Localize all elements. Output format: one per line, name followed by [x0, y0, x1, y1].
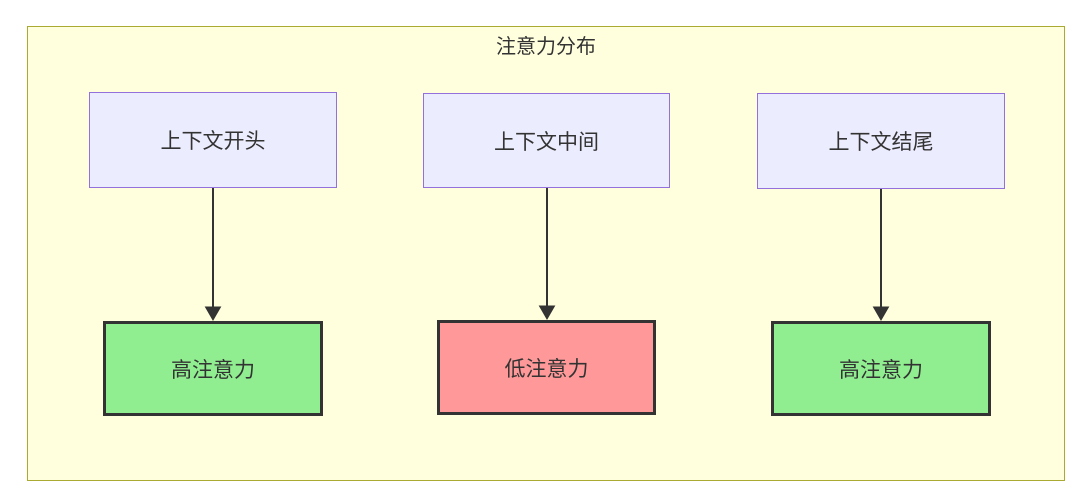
- node-low-attention: 低注意力: [437, 320, 656, 415]
- node-high-attention-right: 高注意力: [771, 321, 991, 416]
- node-high-attention-left-label: 高注意力: [171, 357, 255, 382]
- node-low-attention-label: 低注意力: [504, 356, 589, 381]
- node-context-end-label: 上下文结尾: [828, 130, 934, 154]
- node-context-start-label: 上下文开头: [160, 129, 266, 153]
- node-high-attention-left: 高注意力: [103, 321, 323, 416]
- node-high-attention-right-label: 高注意力: [839, 357, 923, 382]
- cluster-title: 注意力分布: [496, 34, 596, 58]
- node-context-middle: 上下文中间: [423, 93, 670, 188]
- node-context-end: 上下文结尾: [757, 93, 1005, 189]
- node-context-start: 上下文开头: [89, 92, 337, 188]
- node-context-middle-label: 上下文中间: [494, 129, 599, 154]
